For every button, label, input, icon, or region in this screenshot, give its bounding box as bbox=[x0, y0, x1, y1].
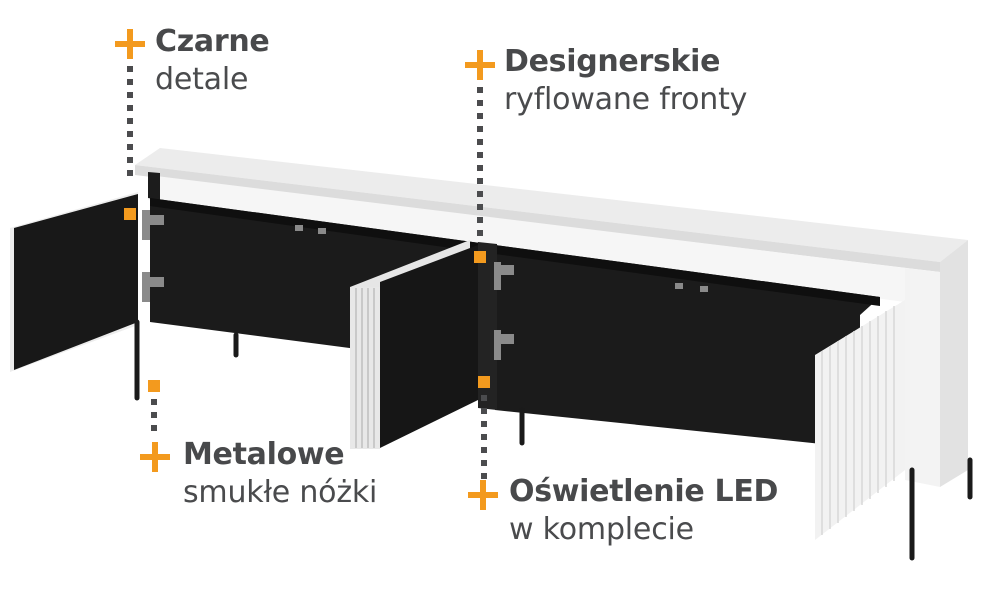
plus-icon bbox=[468, 480, 498, 510]
marker-square bbox=[148, 380, 160, 392]
feature-title: Designerskie bbox=[504, 44, 721, 79]
plus-icon bbox=[115, 29, 145, 59]
cabinet-side bbox=[940, 240, 968, 487]
marker-square bbox=[478, 376, 490, 388]
feature-subtitle: smukłe nóżki bbox=[183, 475, 378, 510]
marker-square bbox=[124, 208, 136, 220]
dotted-leader-line bbox=[477, 87, 483, 243]
feature-black-details: Czarne detale bbox=[155, 24, 270, 97]
feature-subtitle: ryflowane fronty bbox=[504, 82, 748, 117]
feature-metal-legs: Metalowe smukłe nóżki bbox=[183, 440, 377, 508]
cabinet-top bbox=[135, 148, 968, 262]
feature-subtitle: w komplecie bbox=[509, 512, 694, 547]
interior-right bbox=[495, 245, 880, 448]
dotted-leader-line bbox=[127, 66, 133, 183]
feature-title: Metalowe bbox=[183, 437, 345, 472]
feature-title: Czarne bbox=[155, 24, 270, 59]
hinges bbox=[142, 210, 708, 360]
plus-icon bbox=[140, 442, 170, 472]
dotted-leader-line bbox=[481, 395, 487, 486]
ribbed-door-mid bbox=[350, 287, 380, 449]
feature-subtitle: detale bbox=[155, 62, 249, 97]
left-door bbox=[14, 194, 138, 370]
marker-square bbox=[474, 251, 486, 263]
dotted-leader-line bbox=[151, 399, 157, 438]
plus-icon bbox=[465, 50, 495, 80]
top-rail bbox=[148, 175, 905, 302]
feature-led-lighting: Oświetlenie LED w komplecie bbox=[509, 477, 778, 545]
feature-designer-fronts: Designerskie ryflowane fronty bbox=[504, 47, 747, 115]
feature-title: Oświetlenie LED bbox=[509, 474, 779, 509]
metal-legs bbox=[134, 319, 973, 561]
